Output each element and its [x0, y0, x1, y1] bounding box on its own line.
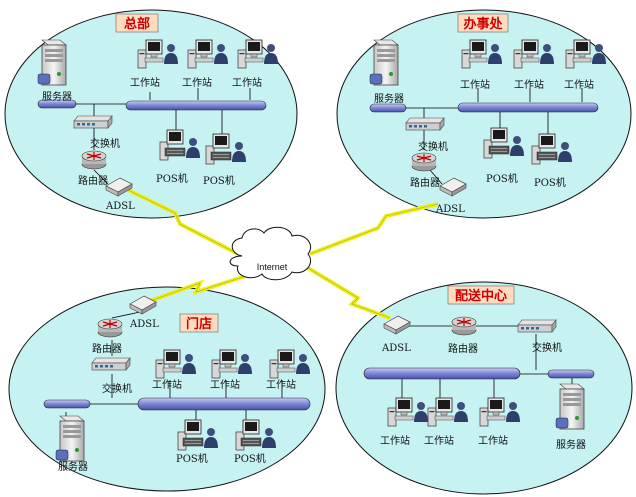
dist-workstation-label: 工作站 — [380, 434, 410, 447]
hq-server-icon — [37, 39, 67, 86]
hq-server-label: 服务器 — [42, 90, 72, 103]
hq-workstation-label: 工作站 — [130, 76, 160, 89]
dist-adsl-label: ADSL — [381, 343, 411, 354]
hq-pos-label: POS机 — [156, 172, 188, 185]
site-store-title: 门店 — [186, 316, 212, 332]
office-pos-label: POS机 — [486, 172, 518, 185]
hq-lan-bus — [125, 100, 267, 111]
internet-cloud: Internet — [229, 226, 312, 281]
site-hq: 总部 服务器 交换机 路由器 ADSL 工作站 工作站 工作站 POS机 POS… — [37, 13, 279, 212]
dist-workstation-label: 工作站 — [478, 434, 508, 447]
site-store-title-box — [179, 313, 219, 333]
store-server-icon — [55, 415, 85, 462]
dist-switch-label: 交换机 — [532, 341, 562, 354]
store-workstation-label: 工作站 — [210, 378, 240, 391]
dist-workstation-label: 工作站 — [424, 434, 454, 447]
hq-router-icon — [81, 150, 107, 170]
internet-label: Internet — [257, 262, 288, 272]
store-adsl-label: ADSL — [129, 319, 159, 330]
site-office: 办事处 服务器 交换机 路由器 ADSL 工作站 工作站 工作站 POS机 PO… — [369, 13, 607, 215]
store-switch-icon — [91, 357, 131, 371]
dist-server-label: 服务器 — [556, 438, 586, 451]
hq-router-label: 路由器 — [78, 174, 108, 187]
store-router-label: 路由器 — [92, 342, 122, 355]
site-dist-title-box — [447, 285, 515, 305]
office-server-icon — [369, 39, 399, 86]
office-router-icon — [411, 152, 437, 172]
office-adsl-label: ADSL — [435, 204, 465, 215]
office-switch-label: 交换机 — [418, 140, 448, 153]
site-store: 门店 ADSL 路由器 交换机 服务器 工作站 工作站 工作站 POS机 POS… — [43, 295, 311, 473]
wan-links — [127, 188, 439, 320]
hq-adsl-label: ADSL — [105, 201, 135, 212]
hq-switch-icon — [73, 115, 113, 129]
site-dist-area — [335, 281, 633, 495]
dist-router-icon — [451, 316, 477, 336]
site-hq-title: 总部 — [124, 16, 150, 32]
office-lan-bus — [457, 102, 599, 113]
hq-workstation-label: 工作站 — [232, 76, 262, 89]
store-pos-label: POS机 — [176, 452, 208, 465]
office-pos-label: POS机 — [534, 176, 566, 189]
store-server-bus — [43, 399, 91, 409]
store-switch-label: 交换机 — [102, 382, 132, 395]
dist-server-bus — [547, 369, 595, 379]
office-workstation-label: 工作站 — [564, 78, 594, 91]
dist-server-icon — [555, 383, 585, 430]
office-workstation-label: 工作站 — [514, 78, 544, 91]
store-lan-bus — [137, 397, 311, 411]
dist-lan-bus — [363, 367, 521, 380]
office-server-label: 服务器 — [374, 92, 404, 105]
dist-switch-icon — [517, 319, 557, 333]
office-server-bus — [369, 103, 407, 113]
hq-workstation-label: 工作站 — [182, 76, 212, 89]
site-office-area — [336, 9, 632, 219]
store-server-label: 服务器 — [58, 460, 88, 473]
site-dist: 配送中心 ADSL 路由器 交换机 服务器 工作站 工作站 工作站 — [363, 285, 595, 451]
store-router-icon — [97, 318, 123, 338]
site-office-title-box — [457, 13, 509, 33]
hq-switch-label: 交换机 — [90, 137, 120, 150]
hq-pos-label: POS机 — [203, 174, 235, 187]
site-hq-title-box — [115, 13, 159, 33]
site-dist-title: 配送中心 — [455, 288, 507, 304]
office-router-label: 路由器 — [410, 176, 440, 189]
store-pos-label: POS机 — [234, 452, 266, 465]
dist-router-label: 路由器 — [448, 342, 478, 355]
office-workstation-label: 工作站 — [460, 78, 490, 91]
office-switch-icon — [405, 117, 445, 131]
site-office-title: 办事处 — [463, 16, 503, 32]
store-workstation-label: 工作站 — [152, 378, 182, 391]
store-workstation-label: 工作站 — [266, 378, 296, 391]
